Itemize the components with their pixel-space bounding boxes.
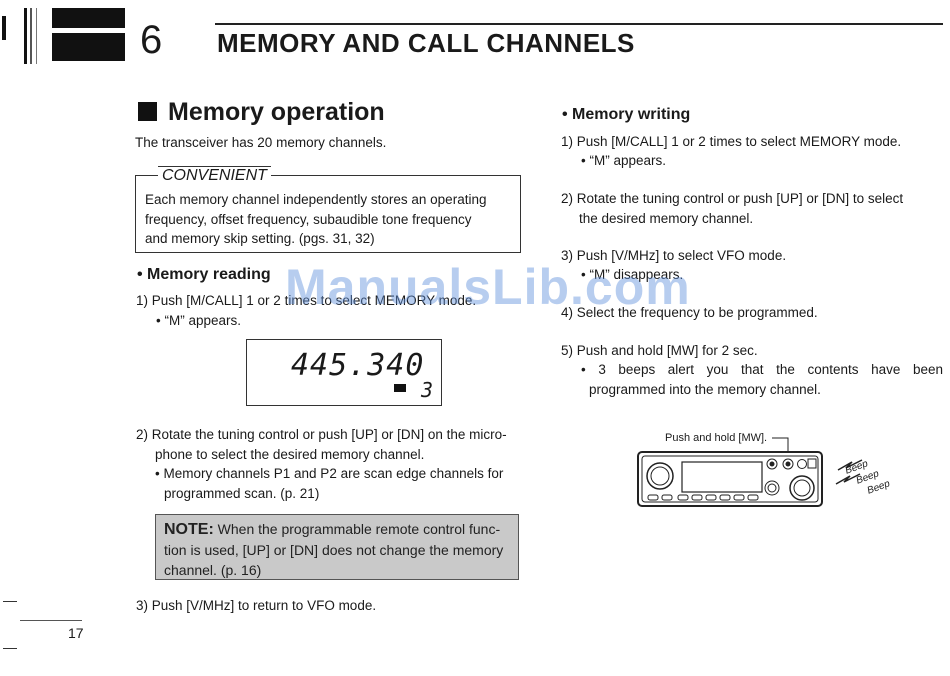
lcd-frequency: 445.340 (291, 348, 425, 383)
reading-heading: • Memory reading (137, 266, 271, 283)
reading-step2: 2) Rotate the tuning control or push [UP… (136, 427, 507, 501)
footer-mark-3 (3, 648, 17, 649)
convenient-label: CONVENIENT (158, 166, 271, 185)
writing-heading: • Memory writing (562, 106, 691, 123)
section-square-icon (138, 102, 157, 121)
writing-step1: 1) Push [M/CALL] 1 or 2 times to select … (561, 134, 902, 149)
writing-step1-bullet: • “M” appears. (581, 153, 667, 168)
writing-step2: 2) Rotate the tuning control or push [UP… (561, 191, 904, 226)
chapter-number: 6 (140, 18, 163, 62)
footer-mark-1 (3, 601, 17, 602)
writing-step5: 5) Push and hold [MW] for 2 sec. (561, 343, 758, 358)
lcd-display: 445.340 3 (246, 339, 442, 406)
writing-step5-bullet: • 3 beeps alert you that the contents ha… (581, 362, 943, 397)
chapter-marker (0, 6, 130, 64)
writing-step3-bullet: • “M” disappears. (581, 267, 684, 282)
reading-step3: 3) Push [V/MHz] to return to VFO mode. (136, 598, 377, 613)
convenient-box (135, 175, 521, 253)
lcd-channel: 3 (421, 378, 434, 402)
watermark: ManualsLib.com (285, 259, 691, 315)
section-title: Memory operation (138, 98, 385, 127)
page-number: 17 (68, 625, 84, 641)
convenient-text: Each memory channel independently stores… (145, 192, 487, 246)
writing-step3: 3) Push [V/MHz] to select VFO mode. (561, 248, 787, 263)
reading-step1-bullet: • “M” appears. (156, 313, 242, 328)
radio-figure (637, 437, 863, 507)
reading-step1: 1) Push [M/CALL] 1 or 2 times to select … (136, 293, 477, 308)
chapter-title: MEMORY AND CALL CHANNELS (217, 28, 635, 58)
intro-text: The transceiver has 20 memory channels. (135, 135, 387, 150)
writing-step4: 4) Select the frequency to be programmed… (561, 305, 818, 320)
memory-indicator-icon (394, 384, 406, 392)
footer-mark-2 (20, 620, 82, 621)
figure-label: Push and hold [MW]. (665, 432, 768, 444)
note-box: NOTE: When the programmable remote contr… (155, 514, 519, 580)
header-rule (215, 23, 943, 25)
